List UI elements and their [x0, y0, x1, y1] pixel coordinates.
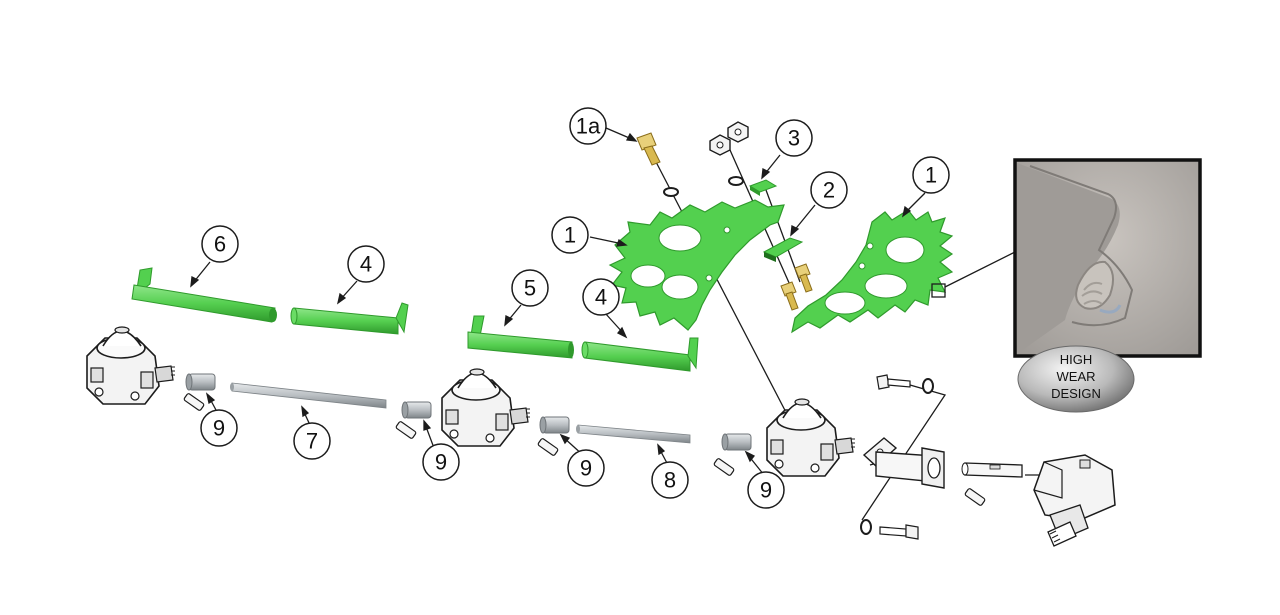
svg-text:4: 4 [360, 252, 372, 277]
bolt-1a [636, 132, 679, 197]
svg-text:9: 9 [760, 478, 772, 503]
bearing-housing [862, 437, 945, 489]
svg-text:3: 3 [788, 126, 800, 151]
callout-5: 5 [511, 269, 549, 307]
svg-text:2: 2 [823, 178, 835, 203]
tube-5 [467, 315, 574, 359]
svg-text:8: 8 [664, 468, 676, 493]
plate-3 [748, 179, 778, 196]
callout-6: 6 [201, 225, 239, 263]
coupler-9a [185, 373, 216, 391]
callout-8: 8 [651, 461, 689, 499]
badge-line-3: DESIGN [1051, 386, 1101, 401]
callout-1a: 1a [569, 107, 607, 145]
callout-4-right: 4 [582, 278, 620, 316]
callout-4-left: 4 [347, 245, 385, 283]
shaft-7 [230, 382, 387, 409]
callout-2: 2 [810, 171, 848, 209]
callout-9b: 9 [422, 443, 460, 481]
badge-line-1: HIGH [1060, 352, 1093, 367]
angle-gearbox [1033, 454, 1116, 547]
callout-3: 3 [775, 119, 813, 157]
shaft-8 [576, 424, 691, 444]
svg-text:9: 9 [580, 456, 592, 481]
svg-text:7: 7 [306, 429, 318, 454]
badge-line-2: WEAR [1057, 369, 1096, 384]
coupler-9c [539, 416, 570, 434]
bolt-lower [860, 519, 919, 540]
svg-text:1: 1 [564, 223, 576, 248]
wear-detail-inset [1013, 158, 1202, 358]
tube-4-left [290, 302, 409, 335]
svg-text:4: 4 [595, 285, 607, 310]
high-wear-badge: HIGH WEAR DESIGN [1017, 345, 1135, 413]
svg-text:9: 9 [213, 416, 225, 441]
key-9d [712, 457, 736, 477]
gearbox-right [766, 398, 856, 477]
key-9a [182, 392, 206, 412]
callout-9c: 9 [567, 449, 605, 487]
gearbox-left [86, 326, 176, 405]
callout-1-left: 1 [551, 216, 589, 254]
svg-text:5: 5 [524, 276, 536, 301]
nuts-hardware [709, 121, 749, 186]
callouts: 1a 3 2 1 1 6 4 5 [200, 107, 950, 509]
key-9c [536, 437, 560, 457]
callout-9d: 9 [747, 471, 785, 509]
callout-1-right: 1 [912, 156, 950, 194]
svg-text:1a: 1a [576, 114, 601, 139]
drum-half-right [791, 209, 954, 334]
key-9b [394, 420, 418, 440]
svg-text:6: 6 [214, 232, 226, 257]
callout-7: 7 [293, 422, 331, 460]
drive-shaft [961, 462, 1023, 478]
drum-half-left [608, 199, 785, 331]
svg-text:1: 1 [925, 163, 937, 188]
tube-6 [131, 267, 277, 323]
tube-4-right [581, 337, 699, 372]
drive-key [963, 487, 987, 507]
svg-text:9: 9 [435, 450, 447, 475]
callout-arrows [190, 127, 926, 476]
bolt-upper [876, 374, 934, 394]
gearbox-center [441, 368, 531, 447]
coupler-9b [401, 401, 432, 419]
coupler-9d [721, 433, 752, 451]
strip-2 [762, 237, 804, 262]
callout-9a: 9 [200, 409, 238, 447]
bolts-2 [780, 263, 813, 311]
